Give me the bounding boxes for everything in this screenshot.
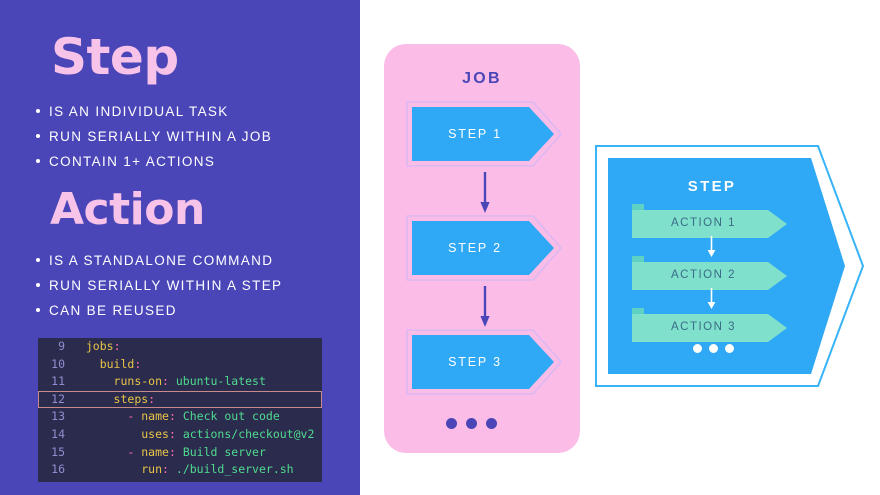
- code-line-text: jobs:: [85, 339, 121, 353]
- code-line-number: 14: [51, 426, 65, 441]
- code-line-number: 16: [51, 462, 65, 477]
- bullet-dot-icon: [36, 134, 40, 138]
- code-line-text: uses: actions/checkout@v2: [141, 426, 315, 441]
- job-card-title: JOB: [462, 70, 502, 87]
- bullet-list-action: IS A STANDALONE COMMAND RUN SERIALLY WIT…: [36, 248, 282, 323]
- yaml-code-block: 9 jobs:10 build:11 runs-on: ubuntu-lates…: [38, 338, 322, 482]
- job-card: JOB STEP 1 STEP 2: [384, 44, 580, 453]
- bullet-dot-icon: [36, 283, 40, 287]
- list-item: IS AN INDIVIDUAL TASK: [36, 99, 272, 124]
- bullet-dot-icon: [36, 258, 40, 262]
- list-item-label: RUN SERIALLY WITHIN A JOB: [49, 129, 273, 144]
- flow-arrow-down-icon: [707, 288, 716, 309]
- code-line: 15 - name: Build server: [38, 444, 322, 462]
- dot-icon: [446, 418, 457, 429]
- flow-arrow-down-icon: [480, 172, 490, 213]
- list-item-label: IS A STANDALONE COMMAND: [49, 253, 274, 268]
- page-title-action: Action: [50, 184, 205, 235]
- flow-arrow-down-icon: [480, 286, 490, 327]
- code-line: 16 run: ./build_server.sh: [38, 461, 322, 479]
- action-1[interactable]: ACTION 1: [632, 204, 790, 238]
- code-line-number: 12: [51, 391, 65, 406]
- list-item-label: RUN SERIALLY WITHIN A STEP: [49, 278, 283, 293]
- code-line-number: 10: [51, 356, 65, 371]
- flow-arrow-down-icon: [707, 236, 716, 257]
- code-line-text: - name: Build server: [127, 444, 266, 459]
- code-line-number: 9: [58, 339, 65, 353]
- job-ellipsis-dots: [446, 418, 497, 429]
- page-title-step: Step: [51, 28, 179, 86]
- code-line-text: runs-on: ubuntu-latest: [113, 374, 266, 389]
- dot-icon: [709, 344, 718, 353]
- step-group-title: STEP: [687, 178, 737, 195]
- code-line: 14 uses: actions/checkout@v2: [38, 426, 322, 444]
- list-item: CAN BE REUSED: [36, 298, 282, 323]
- code-line: 9 jobs:: [38, 338, 322, 356]
- code-line-text: - name: Check out code: [127, 409, 280, 424]
- code-line-text: build:: [99, 356, 142, 371]
- list-item-label: CAN BE REUSED: [49, 303, 177, 318]
- code-line-number: 13: [51, 409, 65, 424]
- bullet-dot-icon: [36, 159, 40, 163]
- list-item: RUN SERIALLY WITHIN A STEP: [36, 273, 282, 298]
- job-step-1[interactable]: STEP 1: [405, 100, 563, 168]
- dot-icon: [725, 344, 734, 353]
- list-item-label: CONTAIN 1+ ACTIONS: [49, 154, 216, 169]
- code-line: 13 - name: Check out code: [38, 408, 322, 426]
- code-line-text: run: ./build_server.sh: [141, 462, 294, 477]
- step-ellipsis-dots: [693, 344, 734, 353]
- list-item: IS A STANDALONE COMMAND: [36, 248, 282, 273]
- action-2[interactable]: ACTION 2: [632, 256, 790, 290]
- code-line-number: 11: [51, 374, 65, 389]
- dot-icon: [693, 344, 702, 353]
- bullet-dot-icon: [36, 109, 40, 113]
- action-3[interactable]: ACTION 3: [632, 308, 790, 342]
- code-line: 11 runs-on: ubuntu-latest: [38, 373, 322, 391]
- code-line-text: steps:: [113, 391, 156, 406]
- dot-icon: [486, 418, 497, 429]
- list-item-label: IS AN INDIVIDUAL TASK: [49, 104, 229, 119]
- dot-icon: [466, 418, 477, 429]
- list-item: CONTAIN 1+ ACTIONS: [36, 149, 272, 174]
- code-line: 12 steps:: [38, 390, 322, 409]
- step-detail-group: STEP ACTION 1 ACTION 2: [592, 142, 868, 390]
- job-step-3[interactable]: STEP 3: [405, 328, 563, 396]
- list-item: RUN SERIALLY WITHIN A JOB: [36, 124, 272, 149]
- bullet-list-step: IS AN INDIVIDUAL TASK RUN SERIALLY WITHI…: [36, 99, 272, 174]
- code-line: 10 build:: [38, 356, 322, 374]
- bullet-dot-icon: [36, 308, 40, 312]
- code-line-number: 15: [51, 444, 65, 459]
- left-purple-panel: Step IS AN INDIVIDUAL TASK RUN SERIALLY …: [0, 0, 360, 495]
- job-step-2[interactable]: STEP 2: [405, 214, 563, 282]
